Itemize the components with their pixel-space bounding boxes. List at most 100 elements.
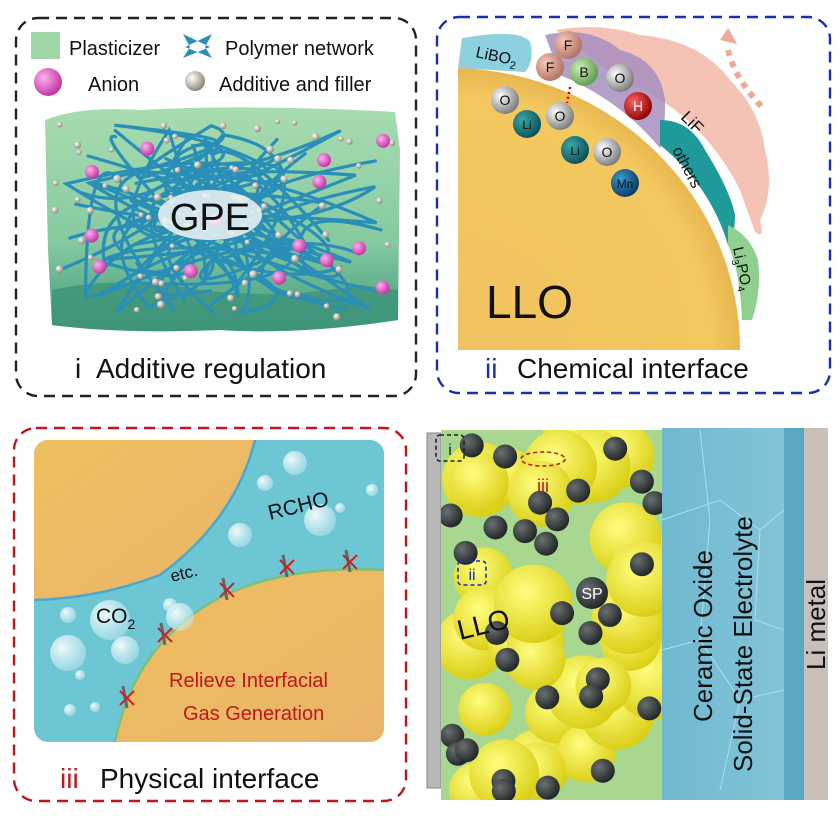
legend-anion: Anion xyxy=(88,74,139,96)
filler-particle xyxy=(56,121,63,128)
filler-particle xyxy=(294,291,301,298)
anion-particle xyxy=(92,259,107,274)
panel-ii-border xyxy=(435,15,832,395)
co2-label: CO2 xyxy=(96,605,136,632)
carbon-particle xyxy=(603,436,628,461)
filler-particle xyxy=(249,270,258,279)
filler-particle xyxy=(138,212,144,218)
atom-b: B xyxy=(579,64,588,80)
filler-particle xyxy=(154,293,162,301)
grain-boundaries xyxy=(661,429,785,791)
carbon-particle xyxy=(637,696,662,721)
carbon-particle xyxy=(441,503,463,528)
filler-particle xyxy=(163,137,170,144)
carbon-particle xyxy=(550,601,575,626)
atom-mn: Mn xyxy=(617,177,634,191)
cross-icon xyxy=(119,690,135,706)
gas-bubble xyxy=(64,704,76,716)
filler-particle xyxy=(376,197,383,204)
filler-particle xyxy=(133,306,140,313)
lif-layer xyxy=(556,26,769,235)
llo-particle xyxy=(506,630,566,690)
filler-particle xyxy=(169,243,175,249)
gas-bubble xyxy=(283,451,307,475)
filler-particle xyxy=(151,278,160,286)
carbon-particle xyxy=(528,490,553,515)
filler-particle xyxy=(52,180,59,187)
plasticizer-swatch-icon xyxy=(31,32,60,59)
ceramic-label-line2: Solid-State Electrolyte xyxy=(728,516,758,772)
anion-particle xyxy=(140,141,155,156)
polymer-chain xyxy=(83,171,301,299)
panel-i-border xyxy=(14,16,418,398)
panel-iii-caption: Physical interface xyxy=(100,763,319,794)
composite-cathode xyxy=(441,430,662,800)
atom-li: Li xyxy=(570,144,579,158)
interlayer xyxy=(784,428,804,800)
filler-particle xyxy=(323,303,330,309)
gas-bubble xyxy=(90,702,100,712)
filler-particle xyxy=(260,203,268,210)
carbon-particle xyxy=(483,515,508,540)
filler-particle xyxy=(266,145,274,154)
marker-iii-ellipse xyxy=(520,451,566,467)
filler-particle xyxy=(333,313,341,321)
atom-o: O xyxy=(615,70,626,86)
filler-particle xyxy=(137,273,144,280)
carbon-particle xyxy=(590,758,615,783)
polymer-chain xyxy=(102,157,330,262)
gas-bubble xyxy=(335,503,345,513)
cross-icon xyxy=(219,582,235,598)
carbon-particle xyxy=(629,469,654,494)
legend-polymer-network: Polymer network xyxy=(225,38,375,60)
filler-particle xyxy=(287,156,295,164)
filler-particle xyxy=(157,300,165,309)
anion-particle xyxy=(376,133,391,148)
atom-o: O xyxy=(555,108,566,124)
filler-particle xyxy=(108,146,115,153)
molecule-illustration: F F B O H O Li O Li O Mn xyxy=(491,31,652,197)
filler-particle xyxy=(318,202,326,210)
legend-plasticizer: Plasticizer xyxy=(69,38,160,60)
filler-particle xyxy=(231,305,238,312)
li-metal-label: Li metal xyxy=(801,579,831,670)
llo-particle xyxy=(493,564,573,644)
panel-physical-interface: RCHO etc. CO2 Relieve Interfacial Gas Ge… xyxy=(12,426,408,803)
filler-particle xyxy=(241,279,249,287)
anion-particle xyxy=(312,174,327,189)
marker-i-label: i xyxy=(448,442,452,459)
gas-bubble xyxy=(228,523,252,547)
carbon-particle xyxy=(493,444,518,469)
ceramic-electrolyte xyxy=(662,428,784,800)
filler-particle xyxy=(356,163,362,169)
atom-o: O xyxy=(500,92,511,108)
filler-particle xyxy=(86,207,94,215)
gpe-label: GPE xyxy=(170,197,250,239)
polymer-chain xyxy=(62,128,342,279)
gas-bubble xyxy=(50,635,86,671)
marker-ii-box xyxy=(457,560,487,586)
anion-particle xyxy=(352,241,367,256)
marker-i-box xyxy=(435,434,465,462)
carbon-particle xyxy=(545,507,570,532)
gas-bubble xyxy=(75,670,85,680)
carbon-particle xyxy=(495,647,520,672)
filler-particle xyxy=(55,265,64,274)
others-layer xyxy=(660,120,735,245)
gas-interface-illustration xyxy=(34,440,384,742)
filler-particle xyxy=(145,214,152,221)
panel-chemical-interface: LiBO2 LiF others Li3PO4 F F B O H O Li O… xyxy=(435,15,832,395)
carbon-particle xyxy=(642,491,662,516)
filler-particle xyxy=(286,290,294,297)
carbon-particle xyxy=(579,684,604,709)
filler-particle xyxy=(311,132,320,141)
filler-particle xyxy=(158,280,165,287)
relieve-label-line2: Gas Generation xyxy=(183,703,324,725)
panel-ii-caption: Chemical interface xyxy=(517,353,749,384)
filler-particle xyxy=(273,155,282,163)
filler-particle xyxy=(275,231,283,239)
gas-bubble xyxy=(304,504,336,536)
filler-particle xyxy=(388,139,396,147)
marker-ii-label: ii xyxy=(468,567,475,584)
